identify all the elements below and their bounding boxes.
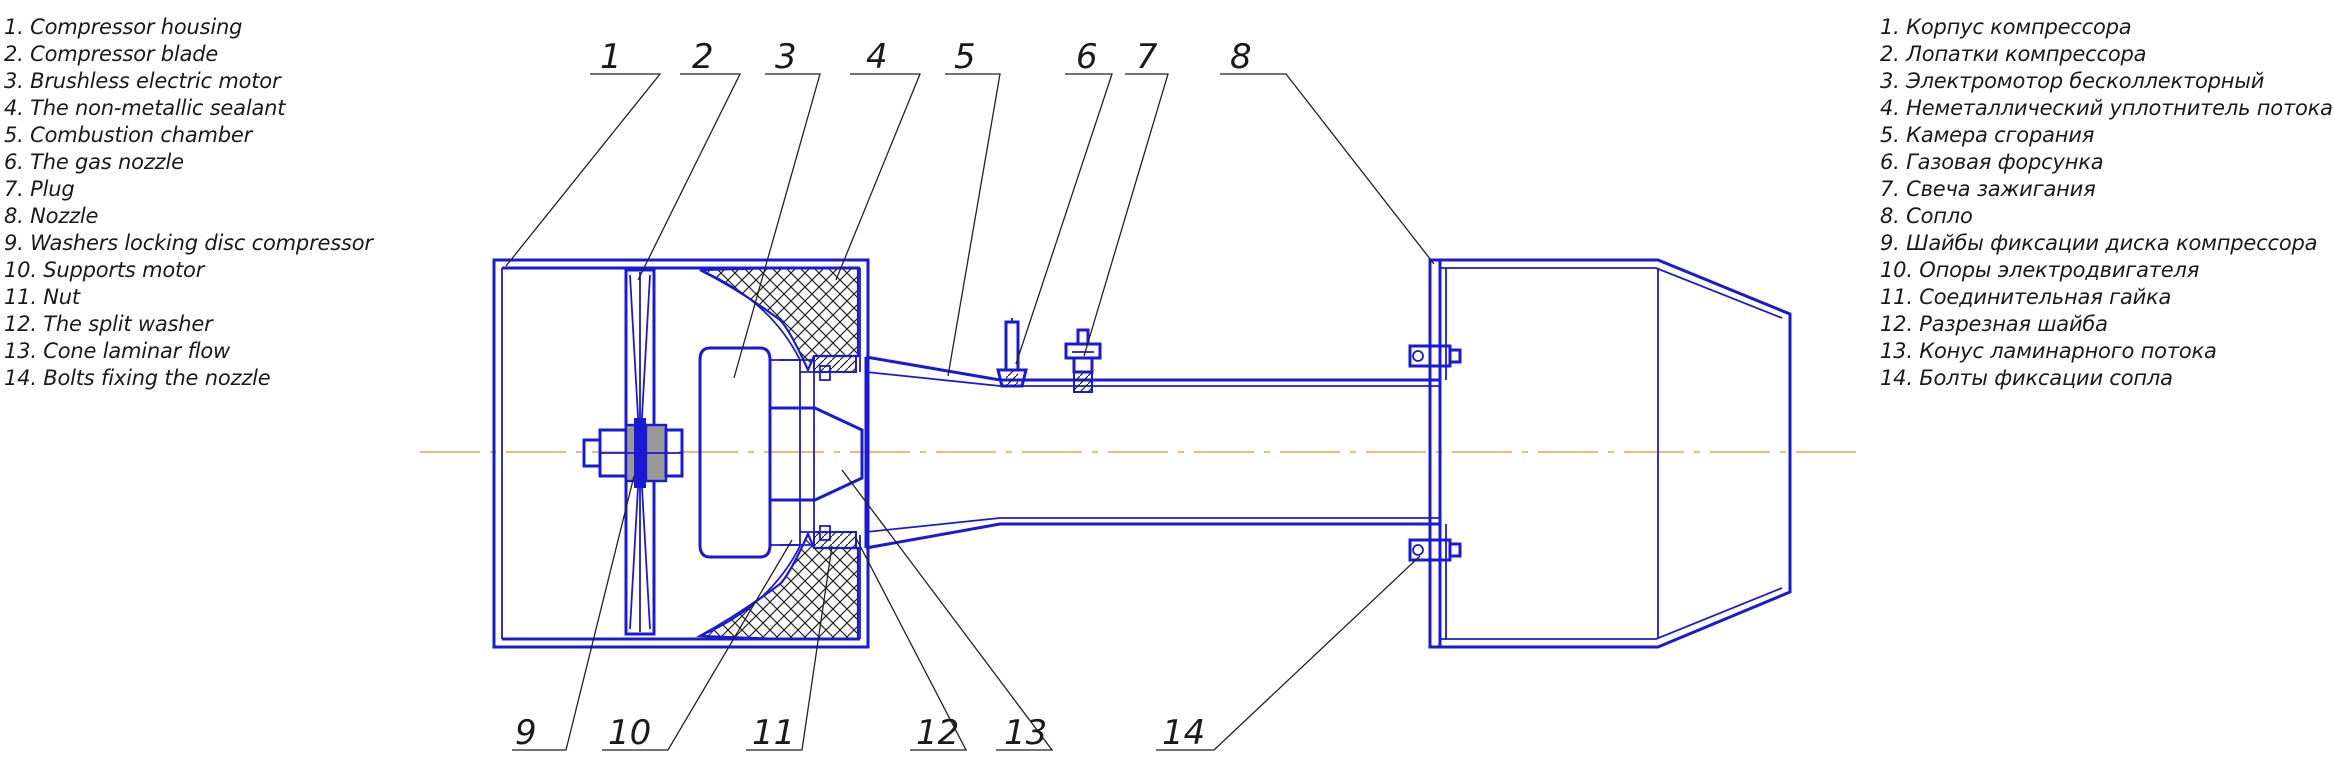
- legend-item: 8. Сопло: [1880, 204, 1973, 228]
- callout-1: 1: [600, 37, 622, 77]
- legend-item: 11. Nut: [4, 285, 80, 309]
- legend-item: 7. Свеча зажигания: [1880, 177, 2096, 201]
- legend-item: 4. Неметаллический уплотнитель потока: [1880, 96, 2333, 120]
- legend-item: 7. Plug: [4, 177, 75, 201]
- non-metallic-sealant: [695, 266, 860, 641]
- legend-item: 2. Лопатки компрессора: [1880, 42, 2147, 66]
- callout-6: 6: [1076, 37, 1098, 77]
- compressor-hub-washers: [582, 418, 684, 488]
- callout-11: 11: [752, 713, 795, 753]
- callout-9: 9: [515, 713, 537, 753]
- connecting-nut: [813, 355, 857, 549]
- legend-item: 14. Bolts fixing the nozzle: [4, 366, 271, 390]
- callout-3: 3: [775, 37, 797, 77]
- legend-item: 5. Камера сгорания: [1880, 123, 2095, 147]
- legend-item: 4. The non-metallic sealant: [4, 96, 286, 120]
- callout-2: 2: [692, 37, 714, 77]
- legend-item: 8. Nozzle: [4, 204, 99, 228]
- legend-item: 11. Соединительная гайка: [1880, 285, 2172, 309]
- legend-item: 13. Cone laminar flow: [4, 339, 231, 363]
- leader-lines: [505, 73, 1435, 751]
- callout-10: 10: [608, 713, 651, 753]
- callout-14: 14: [1162, 713, 1205, 753]
- split-washer: [819, 365, 831, 541]
- legend-item: 3. Электромотор бесколлекторный: [1880, 69, 2265, 93]
- callout-8: 8: [1230, 37, 1252, 77]
- legend-item: 3. Brushless electric motor: [4, 69, 281, 93]
- motor-supports: [780, 359, 814, 546]
- legend-russian: 1. Корпус компрессора 2. Лопатки компрес…: [1880, 14, 2333, 392]
- legend-item: 6. Газовая форсунка: [1880, 150, 2104, 174]
- nozzle-bolts: [1408, 344, 1462, 562]
- spark-plug: [1064, 328, 1102, 393]
- nozzle: [1428, 258, 1792, 649]
- callout-12: 12: [916, 713, 959, 753]
- callout-4: 4: [866, 37, 888, 77]
- gas-nozzle: [996, 318, 1028, 388]
- callout-5: 5: [954, 37, 976, 77]
- legend-item: 9. Washers locking disc compressor: [4, 231, 373, 255]
- legend-item: 13. Конус ламинарного потока: [1880, 339, 2217, 363]
- legend-item: 12. Разрезная шайба: [1880, 312, 2108, 336]
- legend-item: 6. The gas nozzle: [4, 150, 184, 174]
- legend-english: 1. Compressor housing 2. Compressor blad…: [4, 14, 373, 392]
- callout-7: 7: [1136, 37, 1158, 77]
- legend-item: 10. Supports motor: [4, 258, 205, 282]
- legend-item: 1. Корпус компрессора: [1880, 15, 2132, 39]
- legend-item: 14. Болты фиксации сопла: [1880, 366, 2173, 390]
- legend-item: 10. Опоры электродвигателя: [1880, 258, 2200, 282]
- callout-13: 13: [1004, 713, 1047, 753]
- legend-item: 9. Шайбы фиксации диска компрессора: [1880, 231, 2318, 255]
- legend-item: 1. Compressor housing: [4, 15, 243, 39]
- laminar-flow-cone: [769, 406, 864, 502]
- legend-item: 12. The split washer: [4, 312, 213, 336]
- legend-item: 5. Combustion chamber: [4, 123, 253, 147]
- engine-cross-section-drawing: 1 2 3 4 5 6 7 8 9 10 11 12 13 14: [420, 37, 1865, 753]
- legend-item: 2. Compressor blade: [4, 42, 219, 66]
